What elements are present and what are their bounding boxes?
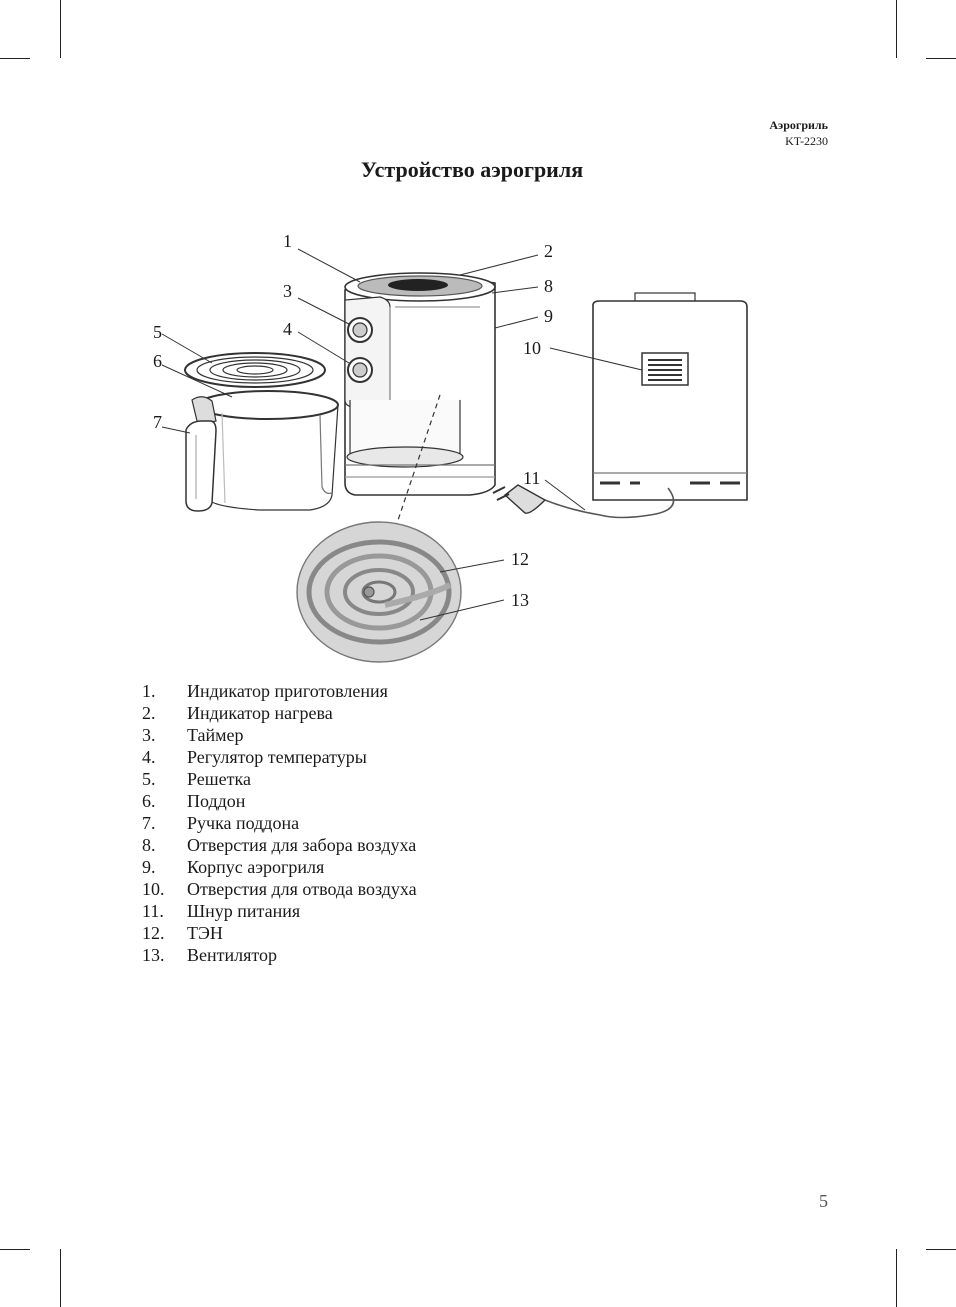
legend-item: 2. Индикатор нагрева [142, 702, 417, 724]
legend-text: Регулятор температуры [187, 747, 367, 767]
pan-drawing [185, 390, 339, 512]
legend-number: 3. [142, 725, 156, 745]
callout-11: 11 [523, 468, 540, 488]
callout-6: 6 [153, 351, 162, 371]
leader-lines [161, 248, 643, 621]
device-diagram: 1 2 3 4 5 6 7 8 9 10 11 12 13 [150, 225, 780, 670]
legend-number: 4. [142, 747, 156, 767]
legend-number: 2. [142, 703, 156, 723]
callout-2: 2 [544, 241, 553, 261]
parts-legend: 1. Индикатор приготовления 2. Индикатор на… [142, 680, 417, 966]
legend-number: 12. [142, 923, 165, 943]
legend-item: 5. Решетка [142, 768, 417, 790]
callout-4: 4 [283, 319, 292, 339]
legend-number: 6. [142, 791, 156, 811]
legend-item: 7. Ручка поддона [142, 812, 417, 834]
airfryer-body-drawing [344, 272, 496, 496]
crop-mark [896, 1249, 897, 1307]
legend-number: 9. [142, 857, 156, 877]
legend-text: Корпус аэрогриля [187, 857, 325, 877]
legend-item: 4. Регулятор температуры [142, 746, 417, 768]
legend-item: 10. Отверстия для отвода воздуха [142, 878, 417, 900]
legend-text: Вентилятор [187, 945, 278, 965]
callout-1: 1 [283, 231, 292, 251]
legend-number: 8. [142, 835, 156, 855]
legend-text: Таймер [187, 725, 244, 745]
legend-text: Ручка поддона [187, 813, 300, 833]
crop-mark [0, 58, 30, 59]
header-model: KT-2230 [785, 134, 828, 148]
legend-number: 7. [142, 813, 156, 833]
heating-element-inset [296, 521, 462, 663]
crop-mark [926, 58, 956, 59]
legend-text: Индикатор приготовления [187, 681, 388, 701]
legend-text: Решетка [187, 769, 251, 789]
callout-7: 7 [153, 412, 162, 432]
callout-3: 3 [283, 281, 292, 301]
legend-item: 9. Корпус аэрогриля [142, 856, 417, 878]
legend-number: 13. [142, 945, 165, 965]
legend-text: ТЭН [187, 923, 223, 943]
callout-12: 12 [511, 549, 529, 569]
airfryer-back-drawing [492, 292, 748, 519]
running-header: Аэрогриль KT-2230 [769, 117, 828, 149]
crop-mark [926, 1249, 956, 1250]
crop-mark [896, 0, 897, 58]
legend-text: Индикатор нагрева [187, 703, 333, 723]
callout-9: 9 [544, 306, 553, 326]
legend-number: 1. [142, 681, 156, 701]
crop-mark [0, 1249, 30, 1250]
grate-drawing [184, 352, 326, 388]
legend-text: Отверстия для забора воздуха [187, 835, 417, 855]
callout-13: 13 [511, 590, 529, 610]
legend-item: 12. ТЭН [142, 922, 417, 944]
legend-item: 13. Вентилятор [142, 944, 417, 966]
callout-8: 8 [544, 276, 553, 296]
legend-item: 8. Отверстия для забора воздуха [142, 834, 417, 856]
header-product: Аэрогриль [769, 118, 828, 132]
legend-number: 10. [142, 879, 165, 899]
callout-10: 10 [523, 338, 541, 358]
legend-number: 5. [142, 769, 156, 789]
crop-mark [60, 1249, 61, 1307]
legend-item: 3. Таймер [142, 724, 417, 746]
legend-item: 1. Индикатор приготовления [142, 680, 417, 702]
legend-item: 11. Шнур питания [142, 900, 417, 922]
legend-text: Отверстия для отвода воздуха [187, 879, 417, 899]
callout-5: 5 [153, 322, 162, 342]
device-diagram-svg: 1 2 3 4 5 6 7 8 9 10 11 12 13 [153, 231, 748, 663]
legend-text: Шнур питания [187, 901, 301, 921]
legend-number: 11. [142, 901, 164, 921]
page-number: 5 [819, 1191, 828, 1211]
page-title: Устройство аэрогриля [360, 157, 584, 182]
legend-text: Поддон [187, 791, 246, 811]
legend-item: 6. Поддон [142, 790, 417, 812]
crop-mark [60, 0, 61, 58]
